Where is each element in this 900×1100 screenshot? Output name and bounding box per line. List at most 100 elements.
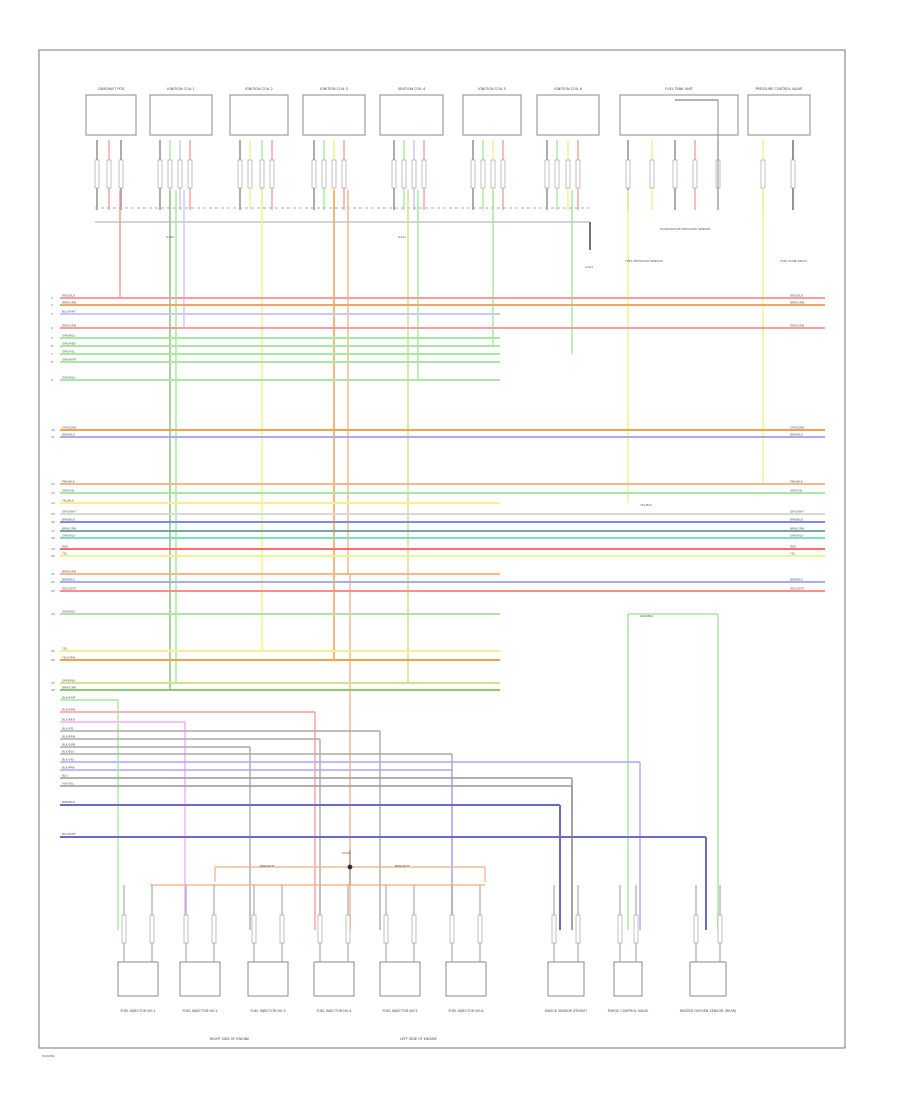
component-body	[313, 961, 355, 997]
connector-pin	[500, 159, 506, 189]
connector-pin	[554, 159, 560, 189]
component-body	[536, 94, 600, 136]
bottom-component: PURGE CONTROL VALVE	[608, 885, 649, 1013]
bus-wire-label-right: ORN/GRN	[790, 426, 804, 430]
bus-pin-number: 20	[51, 554, 55, 558]
feed-label: BLK/WHT	[62, 696, 76, 700]
bus-pin-number: 28	[51, 688, 55, 692]
component-label: PURGE CONTROL VALVE	[608, 1009, 649, 1013]
bus-wire-label: RED/GRN	[62, 324, 76, 328]
component-label: FUEL INJECTOR NO.1	[120, 1009, 155, 1013]
bus-pin-number: 14	[51, 501, 55, 505]
connector-pin	[717, 914, 723, 944]
bus-wire-label: BRN/BLU	[62, 433, 75, 437]
bus-pin-number: 1	[51, 296, 53, 300]
bus-wire-label: YEL/ORN	[62, 656, 75, 660]
connector-pin	[544, 159, 550, 189]
top-component: IGNITION COIL 5	[462, 87, 522, 210]
bus-wire-label: GRN/BLK	[62, 679, 76, 683]
bus-pin-number: 21	[51, 572, 55, 576]
injector-feed: BLU	[60, 774, 573, 930]
bottom-component: KNOCK SENSOR (FRONT)	[545, 885, 588, 1013]
bus-wire-label: RED/WHT	[62, 587, 77, 591]
connector-pin	[317, 914, 323, 944]
feed-label: BLK/RED	[62, 718, 76, 722]
lower-label: BRN/BLU	[62, 800, 75, 804]
splice-label: BRN/WHT	[395, 864, 410, 868]
feed-label: BLK/PNK	[62, 766, 76, 770]
footer-code: W49080	[42, 1054, 55, 1058]
component-body	[149, 94, 213, 136]
component-label: FUEL TANK UNIT	[665, 87, 694, 91]
top-component: IGNITION COIL 4	[379, 87, 444, 210]
bus-pin-number: 6	[51, 344, 53, 348]
ground-label: G102	[585, 265, 593, 269]
bus-pin-number: 4	[51, 326, 53, 330]
component-label: PRESSURE CONTROL VALVE	[756, 87, 803, 91]
component-label: IGNITION COIL 2	[245, 87, 273, 91]
connector-pin	[693, 914, 699, 944]
bus-pin-number: 22	[51, 580, 55, 584]
bottom-component: FUEL INJECTOR NO.1	[117, 885, 159, 1013]
bus-wire-label-right: GRN/YEL	[790, 489, 803, 493]
bus-wire-label: GRN/BLU	[62, 610, 75, 614]
bus-pin-number: 18	[51, 536, 55, 540]
component-body	[613, 961, 643, 997]
connector-pin	[177, 159, 183, 189]
bus-wire-label-right: RED/GRN	[790, 324, 804, 328]
connector-pin	[575, 159, 581, 189]
bus-wire-label: BRN/GRN	[62, 527, 76, 531]
injector-feed: BLK/YEL	[60, 727, 381, 930]
top-components: CAMSHAFT POS IGNITION COIL 1 IGNITION COIL…	[85, 87, 811, 250]
component-body	[547, 961, 585, 997]
connector-pin	[341, 159, 347, 189]
connector-pin	[480, 159, 486, 189]
injector-feed: BLK/RED	[60, 718, 186, 930]
bus-wire-label: GRN/RED	[62, 342, 77, 346]
connector-pin	[760, 159, 766, 189]
component-label: CAMSHAFT POS	[98, 87, 125, 91]
lower-label: BLU/WHT	[62, 832, 76, 836]
connector-pin	[633, 914, 639, 944]
connector-pin	[575, 914, 581, 944]
top-component: IGNITION COIL 1	[149, 87, 213, 210]
component-body	[462, 94, 522, 136]
connector-pin	[118, 159, 124, 189]
injector-feed-wires: BLK/WHTBLK/GRNBLK/REDBLK/YELBLK/BRNBLK/O…	[60, 696, 707, 930]
group-label-left: LEFT SIDE OF ENGINE	[400, 1037, 437, 1041]
component-body	[379, 961, 421, 997]
connector-note: GRN/BLU	[640, 614, 653, 618]
connector-pin	[157, 159, 163, 189]
connector-pin	[167, 159, 173, 189]
component-body	[379, 94, 444, 136]
component-label: IGNITION COIL 5	[478, 87, 506, 91]
connector-notes: GRN/BLU YEL/BLU	[640, 503, 653, 618]
top-component: CAMSHAFT POS	[85, 87, 137, 210]
top-component: PRESSURE CONTROL VALVE	[747, 87, 811, 210]
connector-pin	[625, 159, 631, 189]
bus-pin-number: 3	[51, 312, 53, 316]
component-label: HEATED OXYGEN SENSOR (REAR)	[680, 1009, 737, 1013]
bus-pin-number: 15	[51, 512, 55, 516]
component-body	[85, 94, 137, 136]
connector-pin	[259, 159, 265, 189]
feed-label: BLK/GRN	[62, 708, 75, 712]
connector-pin	[411, 159, 417, 189]
bus-wire-label-right: RED	[790, 545, 797, 549]
bus-pin-number: 5	[51, 336, 53, 340]
bus-wire-label: YEL	[62, 552, 68, 556]
connector-pin	[490, 159, 496, 189]
bus-wire-label-right: BRN/BLK	[790, 518, 804, 522]
fuel-tank-note: EVAPORATIVE PRESSURE SENSOR	[660, 227, 711, 231]
bus-wire-label: GRN/BLK	[62, 376, 76, 380]
feed-label: BLK/BRN	[62, 735, 75, 739]
connector-pin	[565, 159, 571, 189]
connector-pin	[649, 159, 655, 189]
bus-pin-number: 10	[51, 428, 55, 432]
